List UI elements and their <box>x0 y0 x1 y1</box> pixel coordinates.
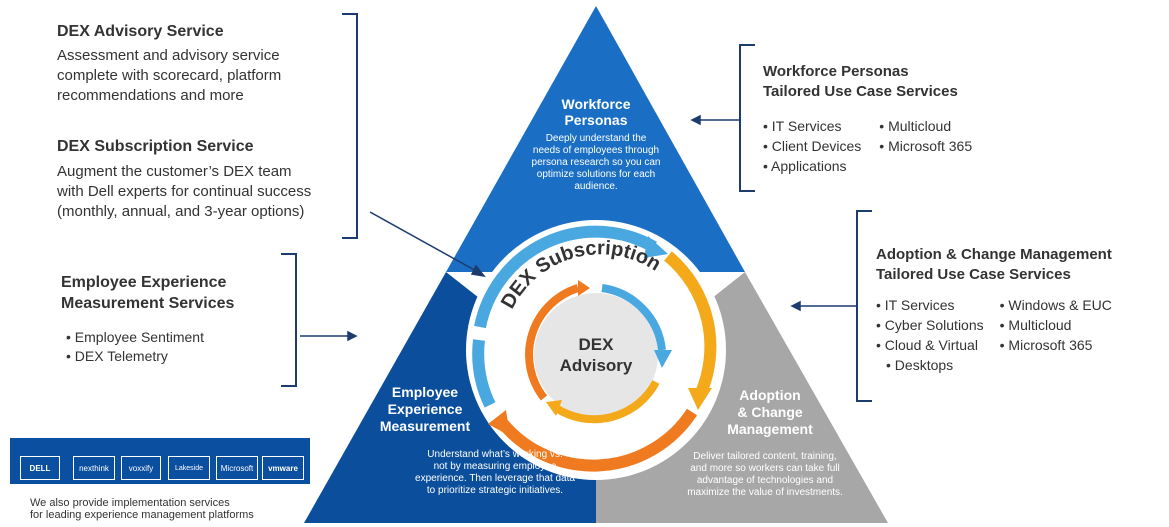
workforce-personas-body: needs of employees through <box>532 145 660 156</box>
dex-advisory-circle <box>534 293 658 417</box>
adoption-services-block: Adoption & Change Management Tailored Us… <box>876 245 1166 375</box>
employee-experience-body-line: not by measuring employee <box>433 461 557 472</box>
list-item: Multicloud <box>879 116 972 136</box>
adoption-services-title: Tailored Use Case Services <box>876 266 1071 283</box>
list-item: Employee Sentiment <box>66 328 281 347</box>
partner-caption: We also provide implementation services … <box>30 497 320 521</box>
dex-advisory-service-block: DEX Advisory Service Assessment and advi… <box>57 22 347 106</box>
inner-arrowhead <box>578 280 590 296</box>
employee-experience-title-line: Experience <box>387 401 463 417</box>
adoption-services-list: Windows & EUC Multicloud Microsoft 365 <box>1000 295 1112 375</box>
adoption-change-title-line: Management <box>727 421 813 437</box>
dex-subscription-service-line: with Dell experts for continual success <box>57 183 312 200</box>
dex-advisory-service-line: recommendations and more <box>57 87 244 104</box>
personas-services-list: Multicloud Microsoft 365 <box>879 116 972 176</box>
employee-experience-body: Understand what’s working vs. not by mea… <box>405 449 585 497</box>
list-item: IT Services <box>876 295 984 315</box>
nexthink-logo: nexthink <box>73 456 115 480</box>
dex-advisory-label-line: DEX <box>578 335 614 354</box>
ring-arrowhead <box>488 410 510 436</box>
list-item: Microsoft 365 <box>1000 335 1112 355</box>
dex-subscription-service-block: DEX Subscription Service Augment the cus… <box>57 137 347 222</box>
workforce-personas-body: optimize solutions for each <box>536 169 656 180</box>
measurement-bracket <box>281 253 297 387</box>
ring-arrowhead <box>688 388 712 410</box>
dex-advisory-service-line: Assessment and advisory service <box>57 47 280 64</box>
employee-experience-measurement-title: Employee Experience Measurement <box>360 384 490 435</box>
adoption-change-title-line: & Change <box>737 404 803 420</box>
personas-services-title: Workforce Personas <box>763 63 909 80</box>
dex-advisory-service-title: DEX Advisory Service <box>57 23 224 40</box>
measurement-services-list: Employee Sentiment DEX Telemetry <box>66 328 281 366</box>
list-item: Cyber Solutions <box>876 315 984 335</box>
list-item: Multicloud <box>1000 315 1112 335</box>
workforce-personas-title: Workforce <box>561 96 631 112</box>
list-item: Desktops <box>876 355 984 375</box>
microsoft-logo: Microsoft <box>216 456 258 480</box>
dex-advisory-label: DEX Advisory <box>546 334 646 376</box>
list-item: Applications <box>763 156 861 176</box>
inner-arrowhead <box>654 350 672 368</box>
dex-subscription-service-line: Augment the customer’s DEX team <box>57 163 292 180</box>
workforce-personas-segment <box>446 6 745 272</box>
dex-advisory-label-line: Advisory <box>559 356 633 375</box>
adoption-change-body-line: and more so workers can take full <box>690 463 840 474</box>
dell-logo: DELL <box>20 456 60 480</box>
adoption-services-title: Adoption & Change Management <box>876 246 1112 263</box>
list-item: DEX Telemetry <box>66 347 281 366</box>
ring-arrowhead <box>644 236 668 258</box>
personas-services-list: IT Services Client Devices Applications <box>763 116 861 176</box>
vmware-logo: vmware <box>262 456 304 480</box>
employee-experience-title-line: Measurement <box>379 418 471 434</box>
inner-arrowhead <box>546 400 562 416</box>
adoption-change-body: Deliver tailored content, training, and … <box>670 451 860 499</box>
personas-bracket <box>739 44 755 192</box>
dex-subscription-ring <box>472 225 717 472</box>
measurement-services-block: Employee Experience Measurement Services… <box>61 272 281 366</box>
adoption-services-list: IT Services Cyber Solutions Cloud & Virt… <box>876 295 984 375</box>
list-item: Microsoft 365 <box>879 136 972 156</box>
employee-experience-body-line: Understand what’s working vs. <box>427 449 563 460</box>
partner-caption-line: for leading experience management platfo… <box>30 509 254 521</box>
voxxify-logo: voxxify <box>121 456 161 480</box>
workforce-personas-body: audience. <box>574 181 618 192</box>
adoption-bracket <box>856 210 872 402</box>
personas-services-block: Workforce Personas Tailored Use Case Ser… <box>763 62 1023 176</box>
adoption-change-body-line: Deliver tailored content, training, <box>693 451 837 462</box>
adoption-change-title-line: Adoption <box>739 387 801 403</box>
list-item: Windows & EUC <box>1000 295 1111 315</box>
workforce-personas-title: Personas <box>564 112 628 128</box>
employee-experience-body-line: to prioritize strategic initiatives. <box>426 485 564 496</box>
measurement-services-title: Measurement Services <box>61 295 235 312</box>
list-item: Client Devices <box>763 136 861 156</box>
advisory-subscription-bracket <box>342 13 358 239</box>
measurement-services-title: Employee Experience <box>61 274 227 291</box>
dex-advisory-service-line: complete with scorecard, platform <box>57 67 282 84</box>
adoption-change-body-line: advantage of technologies and <box>696 475 834 486</box>
workforce-personas-body: Deeply understand the <box>545 133 647 144</box>
adoption-change-title: Adoption & Change Management <box>700 387 840 438</box>
personas-services-title: Tailored Use Case Services <box>763 83 958 100</box>
employee-experience-title-line: Employee <box>391 384 459 400</box>
lakeside-logo: Lakeside <box>168 456 210 480</box>
adoption-change-body-line: maximize the value of investments. <box>687 487 843 498</box>
list-item: IT Services <box>763 116 861 136</box>
dex-subscription-service-line: (monthly, annual, and 3-year options) <box>57 203 305 220</box>
list-item: Cloud & Virtual <box>876 335 984 355</box>
workforce-personas-text: Workforce Personas Deeply understand the… <box>506 96 686 193</box>
workforce-personas-body: persona research so you can <box>531 157 661 168</box>
dex-subscription-service-title: DEX Subscription Service <box>57 138 254 155</box>
partner-caption-line: We also provide implementation services <box>30 497 230 509</box>
employee-experience-body-line: experience. Then leverage that data <box>415 473 575 484</box>
